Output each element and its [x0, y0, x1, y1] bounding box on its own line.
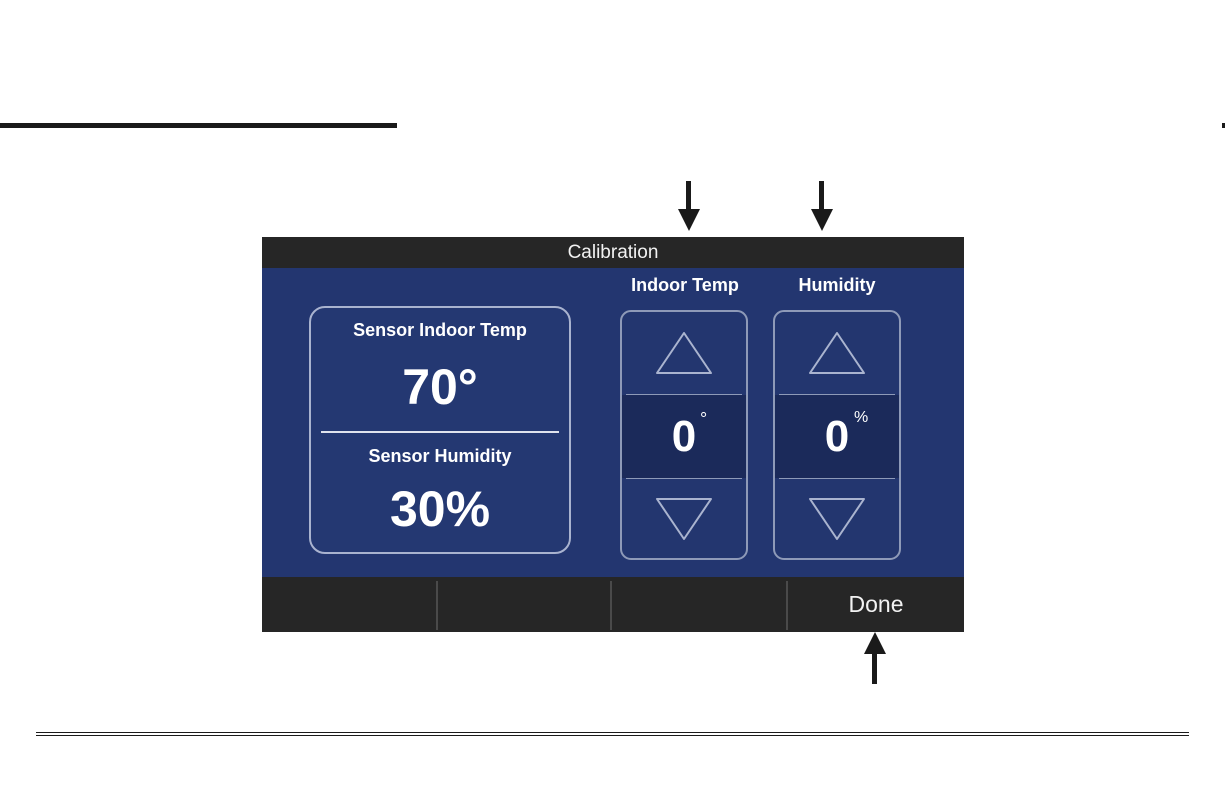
screen-title: Calibration [262, 237, 964, 268]
sensor-divider [321, 431, 559, 433]
done-button[interactable]: Done [788, 577, 964, 632]
indoor-temp-adjust-label: Indoor Temp [619, 275, 751, 296]
humidity-offset-value: 0 [775, 395, 899, 478]
thermostat-screen: Calibration Sensor Indoor Temp 70° Senso… [262, 237, 964, 632]
humidity-up-button[interactable] [775, 312, 899, 394]
humidity-down-button[interactable] [775, 478, 899, 560]
indoor-temp-stepper: 0 ° [620, 310, 748, 560]
sensor-temp-label: Sensor Indoor Temp [311, 320, 569, 341]
humidity-offset-display: 0 % [775, 395, 899, 478]
footer-bar: Done [262, 577, 964, 632]
sensor-temp-value: 70° [311, 358, 569, 416]
down-triangle-icon [807, 495, 867, 543]
sensor-readings-card: Sensor Indoor Temp 70° Sensor Humidity 3… [309, 306, 571, 554]
bottom-rule [36, 732, 1189, 736]
arrow-down-icon [677, 181, 701, 233]
up-triangle-icon [807, 329, 867, 377]
temp-up-button[interactable] [622, 312, 746, 394]
sensor-humidity-value: 30% [311, 480, 569, 538]
temp-offset-unit: ° [700, 409, 707, 430]
footer-button-2[interactable] [438, 577, 610, 632]
temp-down-button[interactable] [622, 478, 746, 560]
top-rule [0, 123, 397, 128]
temp-offset-display: 0 ° [622, 395, 746, 478]
humidity-offset-unit: % [854, 409, 868, 427]
arrow-up-icon [863, 632, 887, 684]
sensor-humidity-label: Sensor Humidity [311, 446, 569, 467]
arrow-down-icon [810, 181, 834, 233]
down-triangle-icon [654, 495, 714, 543]
temp-offset-value: 0 [622, 395, 746, 478]
humidity-stepper: 0 % [773, 310, 901, 560]
footer-button-3[interactable] [612, 577, 786, 632]
footer-button-1[interactable] [262, 577, 436, 632]
humidity-adjust-label: Humidity [775, 275, 899, 296]
up-triangle-icon [654, 329, 714, 377]
